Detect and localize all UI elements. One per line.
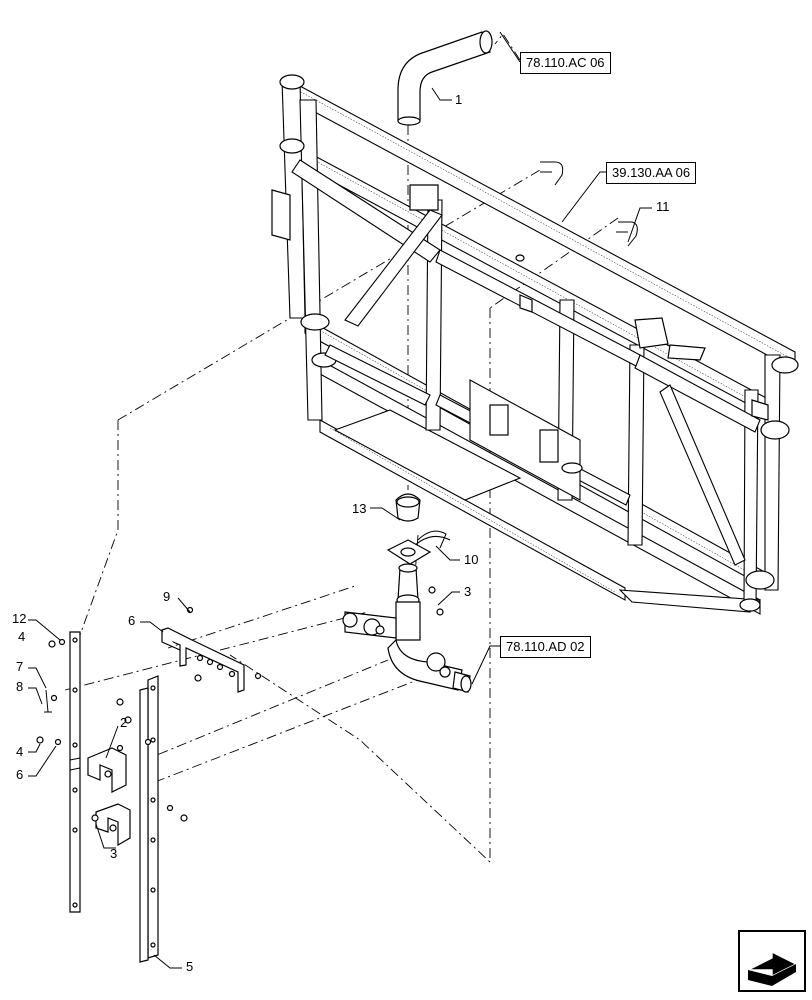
callout-12: 12 — [12, 611, 27, 626]
callout-4-top: 4 — [18, 629, 26, 644]
clamp-bracket-part — [87, 747, 131, 847]
callout-2: 2 — [120, 715, 128, 730]
u-bolt-part — [540, 161, 638, 247]
callout-8: 8 — [16, 679, 24, 694]
clamp-part — [395, 493, 421, 522]
callout-4-bottom: 4 — [16, 744, 24, 759]
callout-10: 10 — [464, 552, 479, 567]
callout-5: 5 — [186, 959, 194, 974]
callout-6-bottom: 6 — [16, 767, 24, 782]
callout-11: 11 — [656, 199, 670, 214]
right-strap-part — [139, 675, 159, 963]
fastener-hardware — [36, 638, 188, 822]
callout-9: 9 — [163, 589, 171, 604]
valve-assembly-part — [342, 539, 472, 693]
callout-leader-lines — [28, 31, 652, 969]
callout-13: 13 — [352, 501, 367, 516]
left-strap-part — [69, 631, 81, 913]
callout-7: 7 — [16, 659, 24, 674]
mounting-bracket-part — [161, 606, 262, 693]
bolt-hardware — [428, 586, 444, 616]
assembly-guide-lines — [64, 33, 619, 864]
callout-3-top: 3 — [464, 584, 472, 599]
reference-label-top[interactable]: 78.110.AC 06 — [520, 52, 611, 74]
callout-6-top: 6 — [128, 613, 136, 628]
boom-frame — [271, 74, 799, 615]
reference-label-frame[interactable]: 39.130.AA 06 — [606, 162, 697, 184]
reference-label-valve[interactable]: 78.110.AD 02 — [500, 636, 591, 658]
callout-1: 1 — [455, 92, 463, 107]
callout-3-bottom: 3 — [110, 846, 118, 861]
elbow-hose-part — [397, 30, 493, 126]
next-page-arrow-icon[interactable] — [738, 930, 806, 992]
